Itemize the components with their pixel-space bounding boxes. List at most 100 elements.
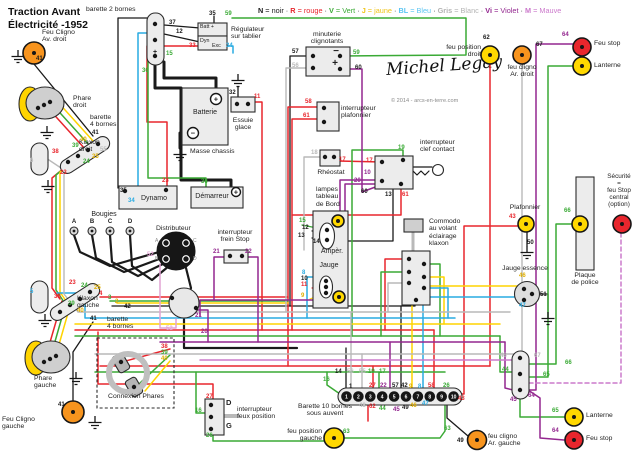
polarity-sign: − xyxy=(191,128,196,137)
terminal-dot xyxy=(310,65,316,71)
wire xyxy=(351,149,404,337)
terminal-dot xyxy=(41,359,47,365)
terminal-dot xyxy=(193,305,199,311)
wire xyxy=(249,101,263,331)
wire xyxy=(90,233,164,274)
cle-contact-anneau xyxy=(431,163,445,177)
terminal-dot xyxy=(398,181,404,187)
barette10-borne xyxy=(388,391,400,402)
wire xyxy=(137,32,151,201)
terminal-dot xyxy=(245,101,251,107)
terminal-dot xyxy=(321,119,327,125)
terminal-dot xyxy=(406,256,412,262)
ground-icon xyxy=(11,50,25,64)
terminal-dot xyxy=(324,237,330,243)
regulateur-dyn xyxy=(197,35,228,51)
legend-item-rouge: R = rouge xyxy=(290,6,323,15)
wire xyxy=(412,170,430,176)
interrupteur-plafonnier xyxy=(316,101,340,132)
wire xyxy=(108,233,167,278)
barette10-borne xyxy=(436,391,448,402)
title-line-1: Traction Avant xyxy=(8,6,81,18)
legend-item-Violet: Vi = Violet xyxy=(485,6,519,15)
terminal-dot xyxy=(406,280,412,286)
wire xyxy=(121,348,171,363)
barette10-numero: 7 xyxy=(417,394,420,400)
terminal-dot xyxy=(310,53,316,59)
legend-separator: · xyxy=(518,6,525,15)
klaxon-gauche xyxy=(30,280,49,314)
wire xyxy=(94,353,517,359)
terminal-dot xyxy=(131,384,137,390)
terminal-dot xyxy=(331,154,337,160)
barette10-numero: 10 xyxy=(451,394,457,400)
wire xyxy=(527,389,565,441)
feu-stop-ar-gauche-lampe-borne xyxy=(572,438,576,442)
polarity-sign: + xyxy=(234,187,239,196)
barette10-borne xyxy=(376,391,388,402)
legend-item-Vert: V = Vert xyxy=(329,6,356,15)
wire xyxy=(225,45,234,54)
barette10-numero: 6 xyxy=(405,394,408,400)
wire xyxy=(527,43,575,391)
legend-separator: · xyxy=(355,6,362,15)
terminal-dot xyxy=(323,278,329,284)
demarreur xyxy=(190,186,244,209)
wire xyxy=(289,55,314,307)
legend-separator: · xyxy=(322,6,330,15)
bougie-borne xyxy=(108,229,112,233)
wire xyxy=(56,292,456,319)
wire xyxy=(326,371,341,395)
terminal-dot xyxy=(379,159,385,165)
wire xyxy=(504,341,514,391)
legend-separator: · xyxy=(478,6,486,15)
lanterne-ar-gauche-lampe-borne xyxy=(572,415,576,419)
legend-separator: · xyxy=(283,6,291,15)
wire xyxy=(72,321,94,402)
barette10-borne xyxy=(424,391,436,402)
distributeur xyxy=(156,231,196,271)
barette10-numero: 8 xyxy=(428,394,431,400)
jauge-essence xyxy=(513,280,541,308)
legend-item-Blanc: Gris = Blanc xyxy=(437,6,479,15)
terminal-dot xyxy=(337,53,343,59)
ground-icon xyxy=(40,126,54,140)
wire xyxy=(529,223,574,365)
terminal-dot xyxy=(47,356,53,362)
terminal-dot xyxy=(227,253,233,259)
essuie-glace xyxy=(230,96,256,113)
terminal-dot xyxy=(379,178,385,184)
wire xyxy=(380,271,410,337)
interrupteur-feux-position xyxy=(204,398,225,436)
interrupteur-frein-stop xyxy=(223,249,249,264)
terminal-dot xyxy=(85,147,91,153)
wire xyxy=(519,391,565,418)
wire xyxy=(285,67,314,313)
terminal-dot xyxy=(337,66,343,72)
feu-cligno-ar-droit-lampe-borne xyxy=(520,53,524,57)
terminal-dot xyxy=(35,105,41,111)
wire xyxy=(339,179,381,213)
wire xyxy=(291,118,323,331)
wire xyxy=(144,360,171,392)
terminal-dot xyxy=(529,291,535,297)
polarity-terminal xyxy=(186,126,200,140)
wire xyxy=(146,45,201,188)
barette10-numero: 4 xyxy=(381,394,384,400)
terminal-dot xyxy=(152,37,158,43)
terminal-dot xyxy=(421,285,427,291)
wire xyxy=(163,33,201,43)
bougie-borne xyxy=(90,229,94,233)
plafonnier-lampe-borne xyxy=(524,222,528,226)
ground-icon xyxy=(520,246,534,260)
copyright-notice: © 2014 - arcs-en-terre.com xyxy=(391,98,459,104)
terminal-dot xyxy=(321,105,327,111)
wire xyxy=(182,316,299,350)
terminal-dot xyxy=(67,302,73,308)
rheostat xyxy=(319,149,341,167)
legend-item-noir: N = noir xyxy=(258,6,284,15)
legend-item-Bleu: BL = Bleu xyxy=(398,6,432,15)
barette10-borne xyxy=(448,391,459,402)
